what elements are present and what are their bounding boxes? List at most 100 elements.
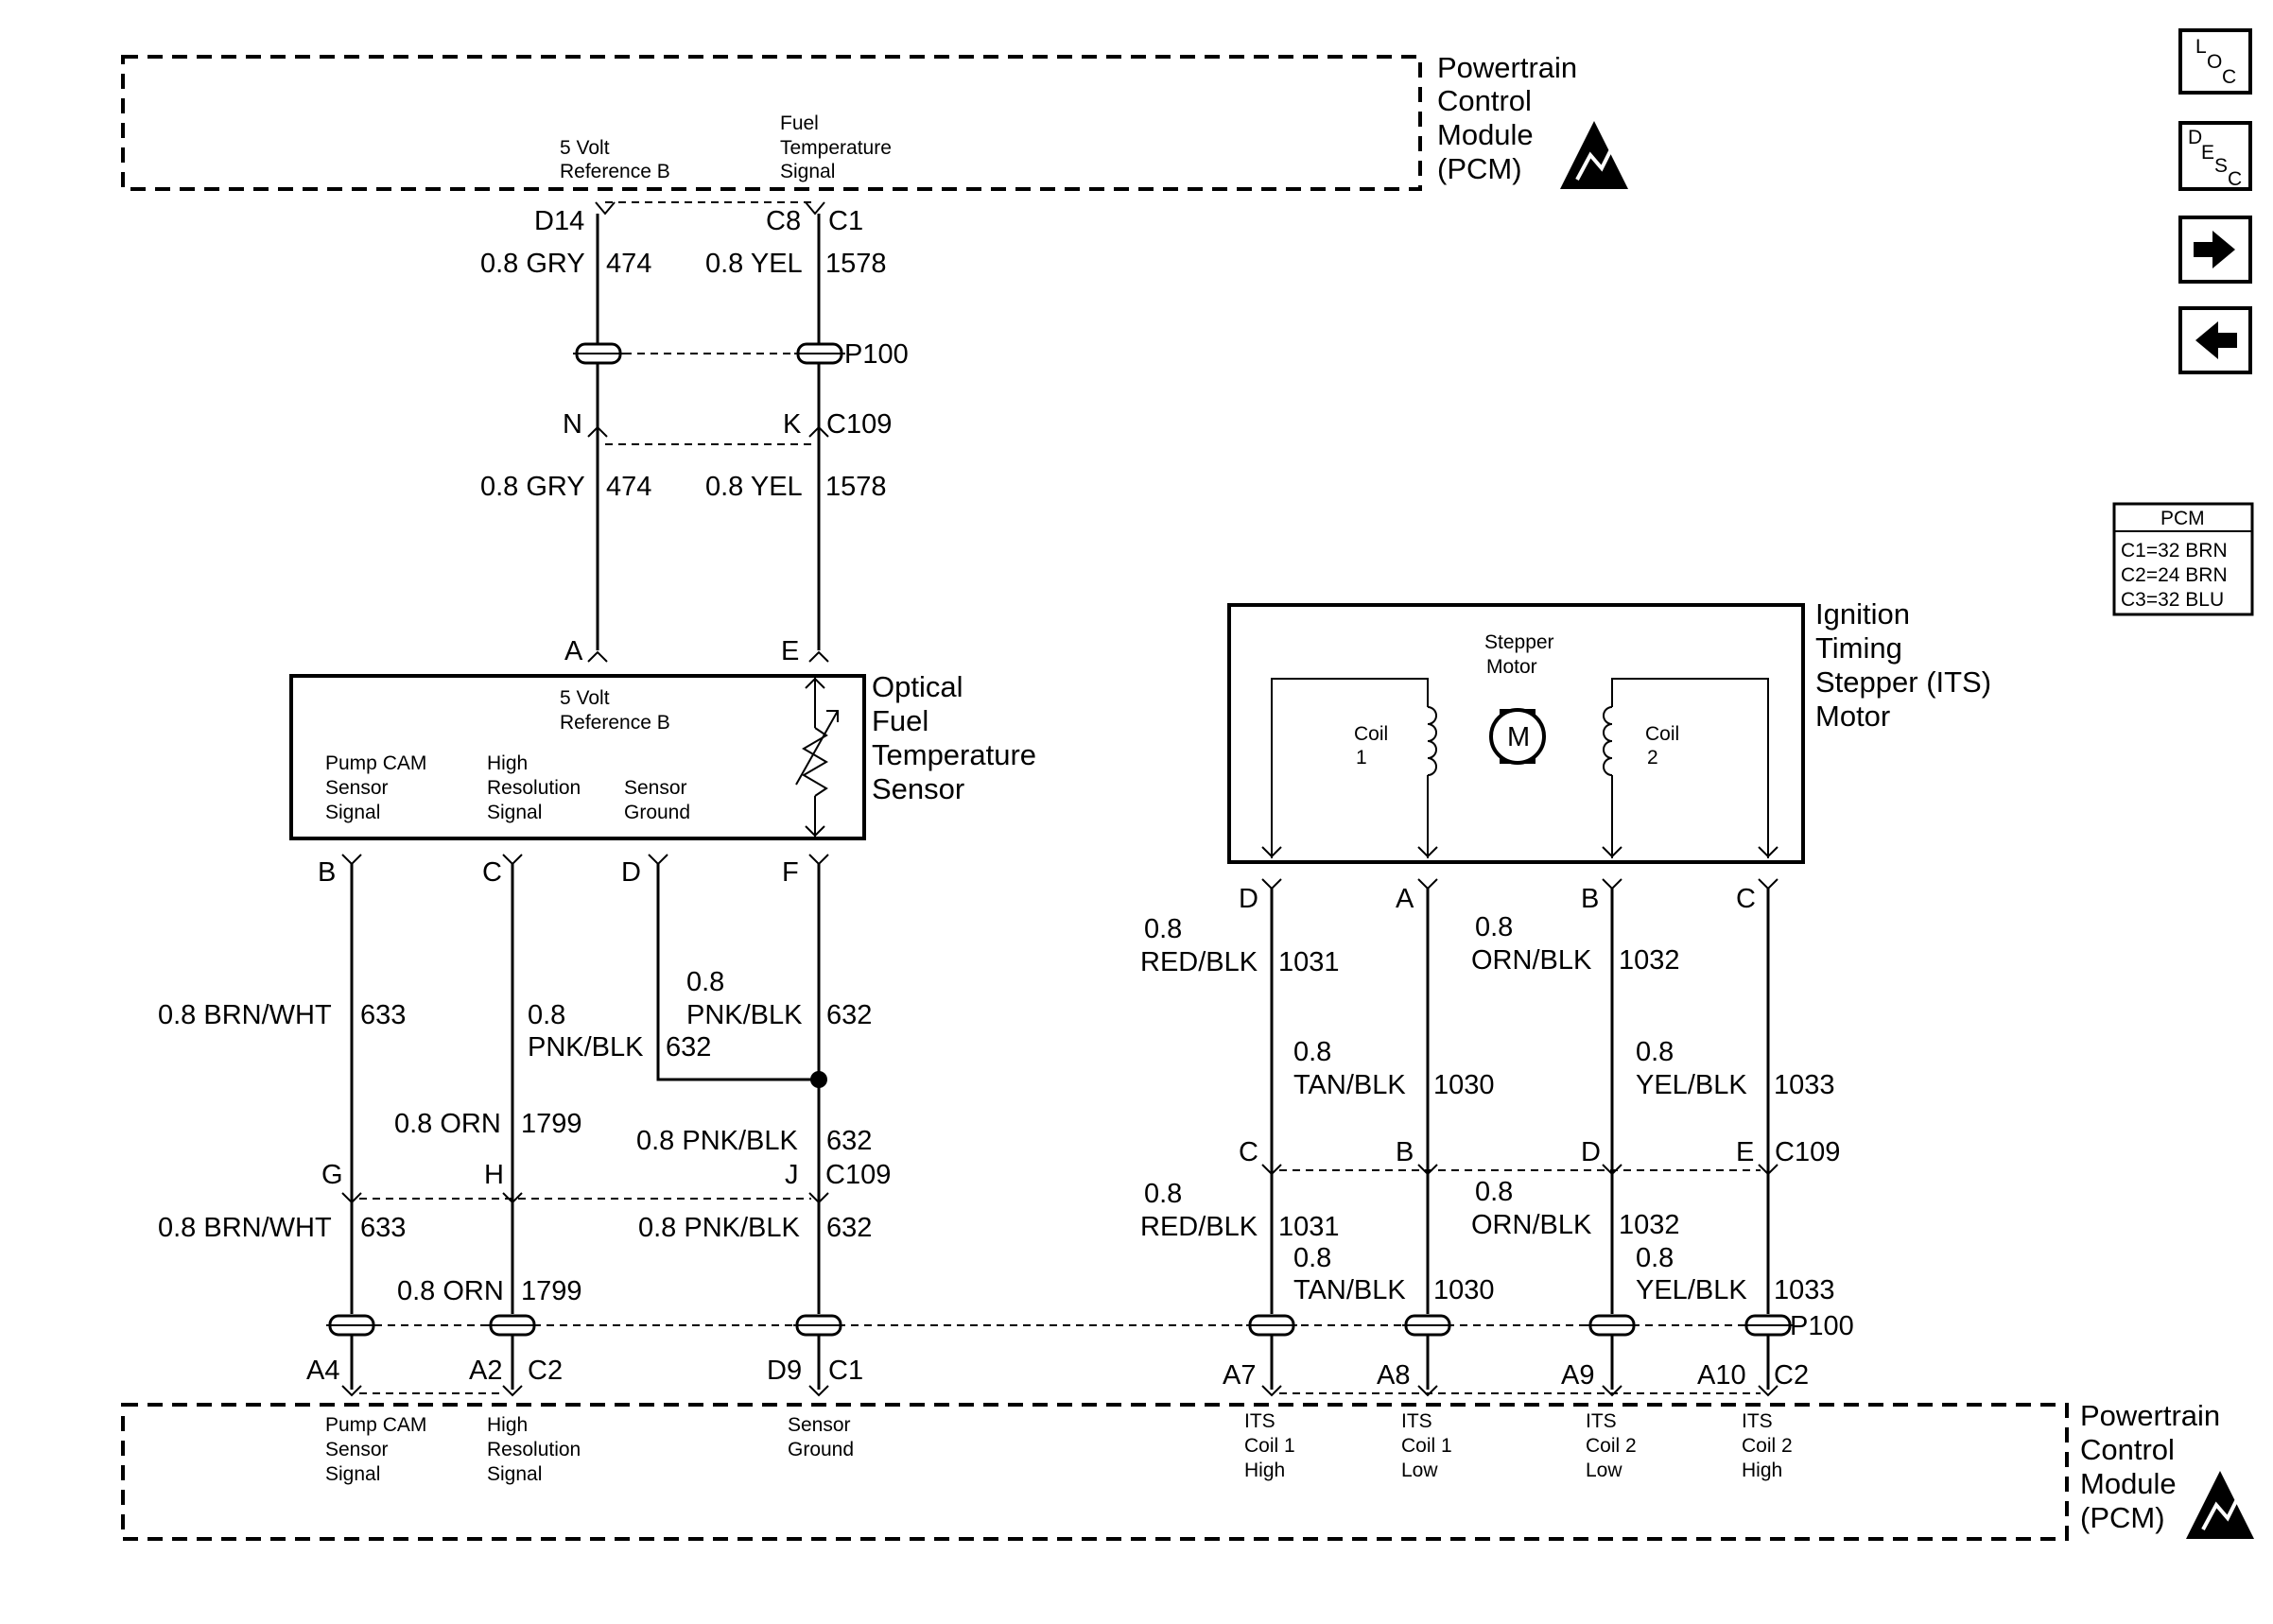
wire-ornblk1032-upper-gauge: 0.8 xyxy=(1475,912,1513,942)
wire-tanblk1030-lower-gauge: 0.8 xyxy=(1293,1243,1331,1273)
sensor-title-2: Fuel xyxy=(872,704,928,737)
pin-d: D xyxy=(621,857,641,888)
wire-tanblk1030-upper-gauge: 0.8 xyxy=(1293,1037,1331,1067)
wire-brnwht633-lower-color: 0.8 BRN/WHT xyxy=(158,1213,332,1243)
pcm-top-pin-label-1a: 5 Volt xyxy=(560,137,610,159)
wire-redblk1031-lower-circuit: 1031 xyxy=(1278,1212,1340,1242)
sensor-pin-label-gnd-a: Sensor xyxy=(624,777,687,799)
thermistor-icon xyxy=(795,677,839,838)
pin-d14: D14 xyxy=(534,206,584,236)
wire-yelblk1033-upper-color: YEL/BLK xyxy=(1636,1070,1747,1100)
wire-yel1578-upper-circuit: 1578 xyxy=(825,249,887,279)
splice-junction xyxy=(810,1071,827,1088)
coil1-icon xyxy=(1261,678,1438,858)
connector-c109-upper-label: C109 xyxy=(826,409,892,440)
pcm-top-title-2: Control xyxy=(1437,84,1532,117)
wire-brnwht633-upper-color: 0.8 BRN/WHT xyxy=(158,1000,332,1030)
arrow-left-icon xyxy=(2195,321,2237,359)
pcm-connector-legend: PCM C1=32 BRN C2=24 BRN C3=32 BLU xyxy=(2112,502,2254,616)
connector-c109-lower-left-label: C109 xyxy=(825,1160,891,1190)
pcm-bottom-pin-c1l-a: ITS xyxy=(1401,1410,1432,1432)
next-arrow-button[interactable] xyxy=(2178,216,2252,284)
pin-c: C xyxy=(482,857,502,888)
pcm-top-pin-label-1b: Reference B xyxy=(560,161,670,182)
its-c109-pin-b: B xyxy=(1396,1137,1414,1167)
pcm-top-pin-label-2c: Signal xyxy=(780,161,835,182)
wire-redblk1031-upper-gauge: 0.8 xyxy=(1144,914,1182,944)
pcm-bottom-pin-c2h-c: High xyxy=(1742,1460,1782,1481)
top-wires: 0.8 GRY 474 0.8 YEL 1578 P100 N K C109 0… xyxy=(480,214,909,666)
stepper-motor-label-1: Stepper xyxy=(1484,631,1554,653)
sensor-pin-label-hires-c: Signal xyxy=(487,802,542,823)
pcm-bottom-pin-c2l-b: Coil 2 xyxy=(1586,1435,1637,1457)
connector-c109-upper: N K C109 xyxy=(563,409,892,445)
wire-tanblk1030-lower-color: TAN/BLK xyxy=(1293,1275,1406,1305)
pcm-bottom-pin-gnd-a: Sensor xyxy=(788,1414,851,1436)
pcm-legend-row-1: C1=32 BRN xyxy=(2121,540,2228,561)
sensor-pin-label-hires-a: High xyxy=(487,752,528,774)
wire-orn1799-upper-circuit: 1799 xyxy=(521,1109,582,1139)
pin-d9: D9 xyxy=(767,1356,802,1386)
wire-yel1578-lower-circuit: 1578 xyxy=(825,472,887,502)
its-c109-pin-e: E xyxy=(1736,1137,1754,1167)
its-pin-c: C xyxy=(1736,884,1756,914)
desc-button[interactable]: D E S C xyxy=(2178,121,2252,191)
its-title-2: Timing xyxy=(1815,631,1902,665)
its-pin-a: A xyxy=(1396,884,1414,914)
pcm-bottom-pin-c1h-c: High xyxy=(1244,1460,1285,1481)
desc-letter-e: E xyxy=(2201,142,2214,164)
esd-warning-icon-bottom xyxy=(2186,1471,2254,1539)
stepper-motor-label-2: Motor xyxy=(1486,656,1537,678)
pin-a2: A2 xyxy=(469,1356,502,1386)
connector-c109-lower-left: G H J C109 xyxy=(321,1160,891,1204)
loc-button[interactable]: L O C xyxy=(2178,28,2252,95)
arrow-right-icon xyxy=(2194,231,2235,268)
prev-arrow-button[interactable] xyxy=(2178,306,2252,374)
its-wires: D A B C 0.8 RED/BLK 1031 0.8 ORN/BLK 103… xyxy=(1140,878,1840,1314)
pcm-bottom-pin-c1h-a: ITS xyxy=(1244,1410,1275,1432)
pcm-legend-row-3: C3=32 BLU xyxy=(2121,589,2224,611)
motor-icon xyxy=(1489,708,1546,765)
sensor-title-4: Sensor xyxy=(872,772,964,805)
pin-n: N xyxy=(563,409,582,440)
its-motor-box xyxy=(1227,603,1805,864)
coil1-label-1: Coil xyxy=(1354,723,1388,745)
pcm-bottom-pin-c1l-b: Coil 1 xyxy=(1401,1435,1452,1457)
pcm-bottom-pin-c2l-a: ITS xyxy=(1586,1410,1617,1432)
sensor-box xyxy=(289,674,866,840)
wire-tanblk1030-upper-circuit: 1030 xyxy=(1433,1070,1495,1100)
wire-yelblk1033-lower-color: YEL/BLK xyxy=(1636,1275,1747,1305)
pin-f: F xyxy=(782,857,799,888)
pcm-bottom-pin-c2l-c: Low xyxy=(1586,1460,1622,1481)
connector-c2-left-label: C2 xyxy=(528,1356,563,1386)
pcm-top-box xyxy=(121,55,1422,191)
wire-yelblk1033-lower-circuit: 1033 xyxy=(1774,1275,1835,1305)
sensor-lower-pins: B C D F 0.8 BRN/WHT 633 0.8 PNK/BLK 632 … xyxy=(158,854,872,1314)
wire-pnkblk632-f-gauge: 0.8 xyxy=(686,967,724,997)
wire-ornblk1032-upper-circuit: 1032 xyxy=(1619,945,1680,976)
wire-redblk1031-lower-gauge: 0.8 xyxy=(1144,1179,1182,1209)
its-c109-pin-d: D xyxy=(1581,1137,1601,1167)
pcm-bottom-pin-c1l-c: Low xyxy=(1401,1460,1438,1481)
pcm-bottom-pin-cam-b: Sensor xyxy=(325,1439,389,1460)
wire-redblk1031-upper-color: RED/BLK xyxy=(1140,947,1258,977)
its-pin-d: D xyxy=(1239,884,1258,914)
pcm-bottom-pin-c2h-b: Coil 2 xyxy=(1742,1435,1793,1457)
loc-letter-c: C xyxy=(2222,66,2236,88)
pin-a8: A8 xyxy=(1377,1360,1410,1391)
pcm-bottom-pin-cam-c: Signal xyxy=(325,1463,380,1485)
pcm-bottom-pin-c1h-b: Coil 1 xyxy=(1244,1435,1295,1457)
pcm-bottom-pin-hires-c: Signal xyxy=(487,1463,542,1485)
wire-yelblk1033-lower-gauge: 0.8 xyxy=(1636,1243,1674,1273)
pcm-top-title-3: Module xyxy=(1437,118,1534,151)
wire-redblk1031-lower-color: RED/BLK xyxy=(1140,1212,1258,1242)
its-pin-b: B xyxy=(1581,884,1599,914)
wire-gry474-upper-circuit: 474 xyxy=(606,249,651,279)
wire-brnwht633-upper-circuit: 633 xyxy=(360,1000,406,1030)
pcm-top-title-1: Powertrain xyxy=(1437,51,1577,84)
pcm-top-pin-label-2b: Temperature xyxy=(780,137,892,159)
pcm-bottom-title-4: (PCM) xyxy=(2080,1501,2165,1534)
pcm-legend-title: PCM xyxy=(2160,508,2205,529)
sensor-pin-label-gnd-b: Ground xyxy=(624,802,690,823)
